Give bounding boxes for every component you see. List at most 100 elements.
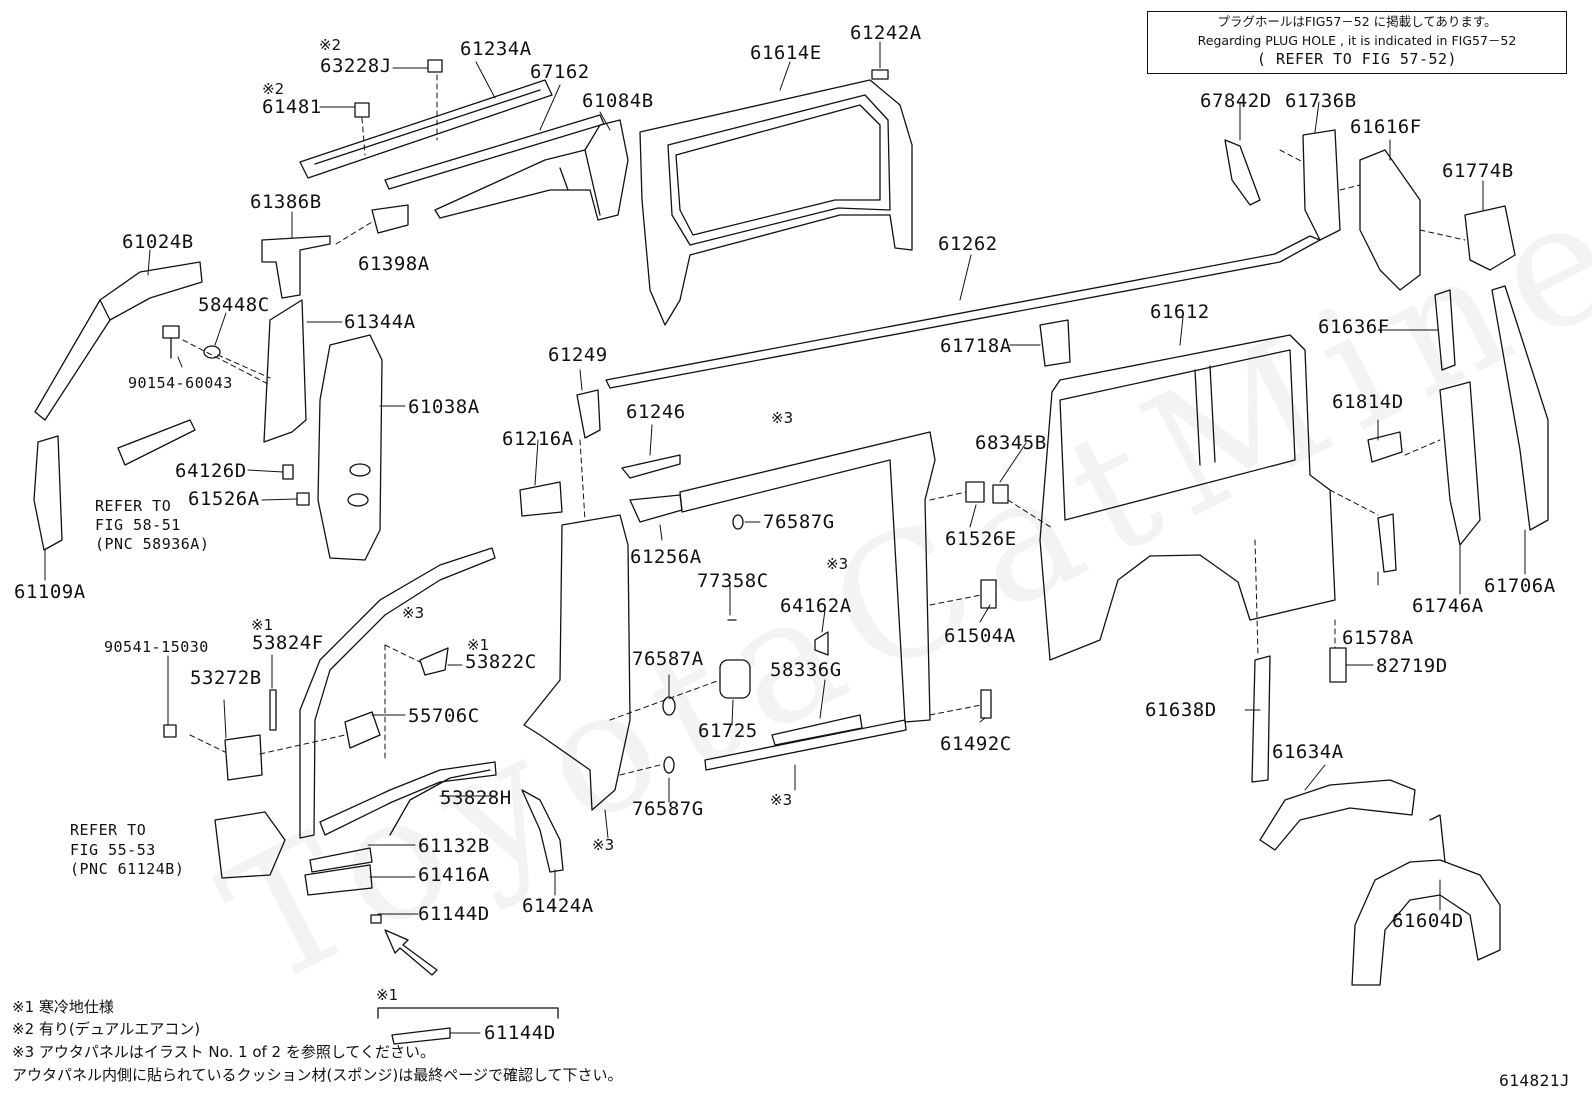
- part-label-90154-60043[interactable]: 90154-60043: [128, 374, 233, 392]
- part-label-61344a[interactable]: 61344A: [344, 311, 416, 333]
- refer-label-2-line2: FIG 55-53: [70, 841, 156, 859]
- part-label-53822c[interactable]: 53822C: [465, 651, 537, 673]
- part-label-55706c[interactable]: 55706C: [408, 705, 480, 727]
- footnote-2: ※2 有り(デュアルエアコン): [12, 1020, 201, 1038]
- part-label-61736b[interactable]: 61736B: [1285, 90, 1357, 112]
- refer-label-2-line1: REFER TO: [70, 821, 147, 839]
- part-label-76587a[interactable]: 76587A: [632, 648, 704, 670]
- part-label-53824f[interactable]: 53824F: [252, 632, 324, 654]
- plug-76587g-bot: [663, 756, 675, 774]
- pad-64126d: [282, 464, 294, 480]
- part-label-61242a[interactable]: 61242A: [850, 22, 922, 44]
- pillar-61774b: [1464, 205, 1516, 271]
- part-label-61638d[interactable]: 61638D: [1145, 699, 1217, 721]
- part-label-61492c[interactable]: 61492C: [940, 733, 1012, 755]
- part-label-61616f[interactable]: 61616F: [1350, 116, 1422, 138]
- part-label-61256a[interactable]: 61256A: [630, 546, 702, 568]
- part-label-82719d[interactable]: 82719D: [1376, 655, 1448, 677]
- reference-note-box: プラグホールはFIG57－52 に掲載してあります。 Regarding PLU…: [1147, 11, 1567, 74]
- part-label-61526a[interactable]: 61526A: [188, 488, 260, 510]
- trim-67842d: [1224, 139, 1261, 206]
- part-label-61246[interactable]: 61246: [626, 401, 686, 423]
- part-label-61636f[interactable]: 61636F: [1318, 316, 1390, 338]
- roof-rail-61262: [605, 235, 1321, 389]
- lid-61725: [719, 659, 751, 699]
- reinforcement-61386b: [261, 235, 331, 299]
- part-label-61386b[interactable]: 61386B: [250, 191, 322, 213]
- mark-3: ※3: [771, 409, 794, 427]
- part-label-61526e[interactable]: 61526E: [945, 528, 1017, 550]
- bracket-53822c: [419, 647, 449, 676]
- step-61132b: [309, 847, 373, 873]
- pillar-61746a: [1439, 381, 1481, 546]
- part-label-61604d[interactable]: 61604D: [1392, 910, 1464, 932]
- part-label-61746a[interactable]: 61746A: [1412, 595, 1484, 617]
- mark-3: ※3: [402, 604, 425, 622]
- part-label-53828h[interactable]: 53828H: [440, 787, 512, 809]
- part-label-61504a[interactable]: 61504A: [944, 625, 1016, 647]
- part-label-61814d[interactable]: 61814D: [1332, 391, 1404, 413]
- part-label-61774b[interactable]: 61774B: [1442, 160, 1514, 182]
- dashed-guides: [182, 74, 1466, 776]
- step-58336g: [771, 714, 863, 746]
- part-label-61234a[interactable]: 61234A: [460, 38, 532, 60]
- pillar-61638d: [1251, 655, 1271, 783]
- part-label-61024b[interactable]: 61024B: [122, 231, 194, 253]
- clip-61144d-cold: [391, 1027, 451, 1045]
- mark-2: ※2: [319, 36, 342, 54]
- part-label-61706a[interactable]: 61706A: [1484, 575, 1556, 597]
- part-label-77358c[interactable]: 77358C: [697, 570, 769, 592]
- reference-line-en: Regarding PLUG HOLE , it is indicated in…: [1197, 33, 1517, 48]
- part-label-61578a[interactable]: 61578A: [1342, 627, 1414, 649]
- part-label-61038a[interactable]: 61038A: [408, 396, 480, 418]
- part-label-61262[interactable]: 61262: [938, 233, 998, 255]
- part-label-67842d[interactable]: 67842D: [1200, 90, 1272, 112]
- part-label-61634a[interactable]: 61634A: [1272, 741, 1344, 763]
- part-label-76587g-bot[interactable]: 76587G: [632, 798, 704, 820]
- mark-3: ※3: [770, 791, 793, 809]
- bracket-53824f: [269, 689, 277, 731]
- part-label-58336g[interactable]: 58336G: [770, 659, 842, 681]
- part-label-61398a[interactable]: 61398A: [358, 253, 430, 275]
- part-label-63228j[interactable]: 63228J: [320, 55, 392, 77]
- pillar-61616f: [1359, 149, 1421, 291]
- bracket-61424a: [521, 789, 564, 873]
- footnote-1: ※1 寒冷地仕様: [12, 998, 114, 1016]
- part-label-61132b[interactable]: 61132B: [418, 835, 490, 857]
- part-label-61144d-a[interactable]: 61144D: [418, 903, 490, 925]
- part-label-61084b[interactable]: 61084B: [582, 90, 654, 112]
- part-label-61725[interactable]: 61725: [698, 720, 758, 742]
- quarter-panel-61614e: [639, 79, 913, 326]
- footnote-4: アウタパネル内側に貼られているクッション材(スポンジ)は最終ページで確認して下さ…: [12, 1066, 623, 1084]
- bracket-53272b: [224, 734, 263, 781]
- part-label-67162[interactable]: 67162: [530, 61, 590, 83]
- clip-90541-15030: [163, 724, 177, 738]
- pillar-61109a: [33, 435, 63, 551]
- part-label-61249[interactable]: 61249: [548, 344, 608, 366]
- part-label-61144d-b[interactable]: 61144D: [484, 1022, 556, 1044]
- part-label-61481[interactable]: 61481: [262, 96, 322, 118]
- part-label-61416a[interactable]: 61416A: [418, 864, 490, 886]
- part-label-64162a[interactable]: 64162A: [780, 595, 852, 617]
- part-label-61109a[interactable]: 61109A: [14, 581, 86, 603]
- part-label-61718a[interactable]: 61718A: [940, 335, 1012, 357]
- mark-1: ※1: [376, 986, 399, 1004]
- part-label-61612[interactable]: 61612: [1150, 301, 1210, 323]
- part-label-64126d[interactable]: 64126D: [175, 460, 247, 482]
- roof-rail-67162: [384, 114, 605, 190]
- plug-76587g-top: [732, 514, 744, 530]
- bracket-61718a: [1039, 319, 1071, 367]
- part-label-53272b[interactable]: 53272B: [190, 667, 262, 689]
- part-label-76587g-top[interactable]: 76587G: [763, 511, 835, 533]
- pillar-61024b: [34, 261, 203, 421]
- part-label-61424a[interactable]: 61424A: [522, 895, 594, 917]
- part-label-90541-15030[interactable]: 90541-15030: [104, 638, 209, 656]
- part-label-58448c[interactable]: 58448C: [198, 294, 270, 316]
- part-label-61614e[interactable]: 61614E: [750, 42, 822, 64]
- bracket-61398a: [371, 204, 409, 234]
- pillar-inner-61344a: [263, 299, 307, 443]
- part-label-61216a[interactable]: 61216A: [502, 428, 574, 450]
- part-label-68345b[interactable]: 68345B: [975, 432, 1047, 454]
- step-61416a: [304, 864, 373, 896]
